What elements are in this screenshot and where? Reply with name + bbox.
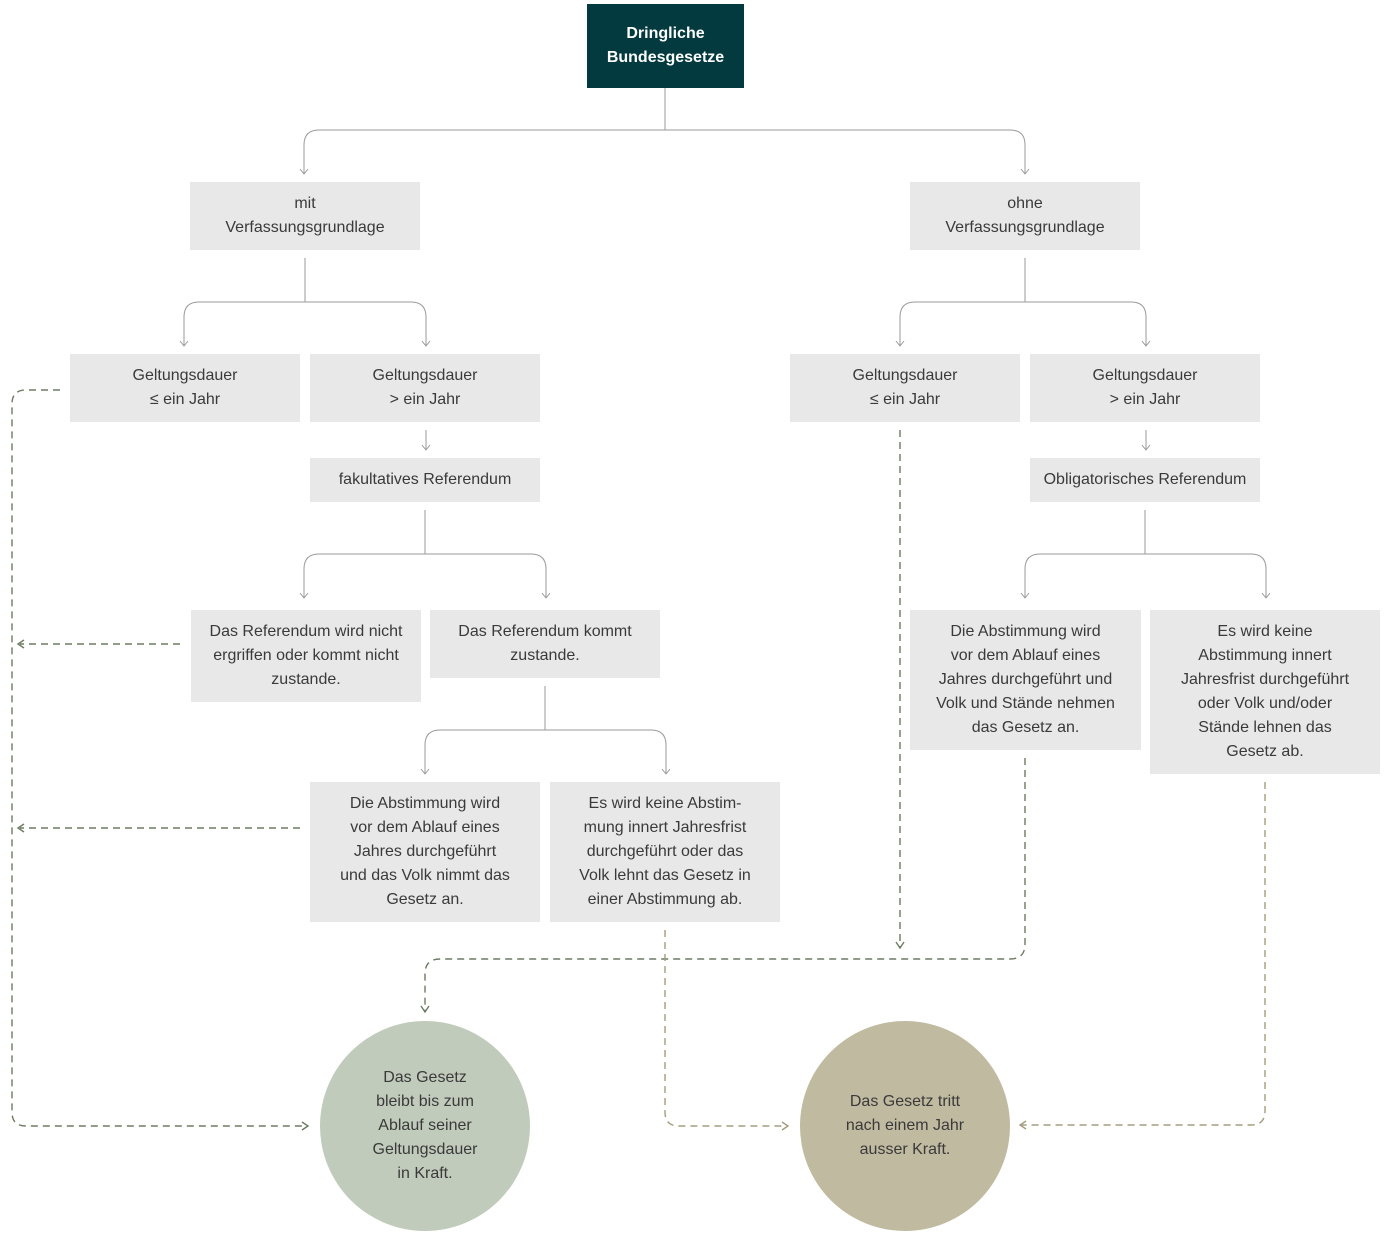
arrow-head [1018, 1120, 1027, 1130]
connector-root-split [303, 88, 1026, 173]
connector-mit-split [183, 258, 427, 345]
connector-to-obligatorisch [1141, 430, 1151, 451]
arrow-head [299, 168, 1030, 175]
outcome-stays-in-force: Das Gesetz bleibt bis zum Ablauf seiner … [320, 1021, 530, 1231]
solid-connectors [179, 88, 1271, 775]
connector-ohne-split [899, 258, 1147, 345]
dashed-tan-connectors [664, 782, 1266, 1131]
arrow-head [16, 823, 25, 833]
arrow-head [299, 592, 551, 599]
node-mit-vote-rejected: Es wird keine Abstim- mung innert Jahres… [550, 782, 780, 922]
dashed-green-connectors [11, 389, 1026, 1131]
dashed-left-outer [11, 389, 308, 1127]
node-ohne-verfassungsgrundlage: ohne Verfassungsgrundlage [910, 182, 1140, 250]
dashed-vote-rejected [664, 930, 788, 1127]
arrow-head [895, 340, 1151, 347]
node-fakultatives-referendum: fakultatives Referendum [310, 458, 540, 502]
node-ohne-duration-long: Geltungsdauer > ein Jahr [1030, 354, 1260, 422]
arrow-head [895, 941, 905, 950]
node-mit-vote-accepted: Die Abstimmung wird vor dem Ablauf eines… [310, 782, 540, 922]
dashed-ohne-accepted [424, 758, 1026, 1012]
connector-fakultativ-split [303, 510, 547, 597]
arrow-head [420, 1005, 430, 1014]
arrow-head [1020, 592, 1271, 599]
root-node: Dringliche Bundesgesetze [587, 4, 744, 88]
node-obligatorisches-referendum: Obligatorisches Referendum [1030, 458, 1260, 502]
node-mit-verfassungsgrundlage: mit Verfassungsgrundlage [190, 182, 420, 250]
arrow-head [179, 340, 431, 347]
node-mit-duration-short: Geltungsdauer ≤ ein Jahr [70, 354, 300, 422]
dashed-ohne-rejected [1020, 782, 1266, 1126]
node-ohne-vote-rejected: Es wird keine Abstimmung innert Jahresfr… [1150, 610, 1380, 774]
arrow-head [301, 1121, 310, 1131]
node-ref-taken: Das Referendum kommt zustande. [430, 610, 660, 678]
node-ohne-vote-accepted: Die Abstimmung wird vor dem Ablauf eines… [910, 610, 1141, 750]
connector-obligatorisch-split [1024, 510, 1267, 597]
arrow-head [16, 639, 25, 649]
arrow-head [781, 1121, 790, 1131]
node-ohne-duration-short: Geltungsdauer ≤ ein Jahr [790, 354, 1020, 422]
node-mit-duration-long: Geltungsdauer > ein Jahr [310, 354, 540, 422]
arrow-head [420, 768, 671, 775]
node-ref-not-taken: Das Referendum wird nicht ergriffen oder… [191, 610, 421, 702]
connector-to-fakultativ [421, 430, 431, 451]
connector-ref-kommt-split [424, 686, 667, 773]
outcome-expires: Das Gesetz tritt nach einem Jahr ausser … [800, 1021, 1010, 1231]
